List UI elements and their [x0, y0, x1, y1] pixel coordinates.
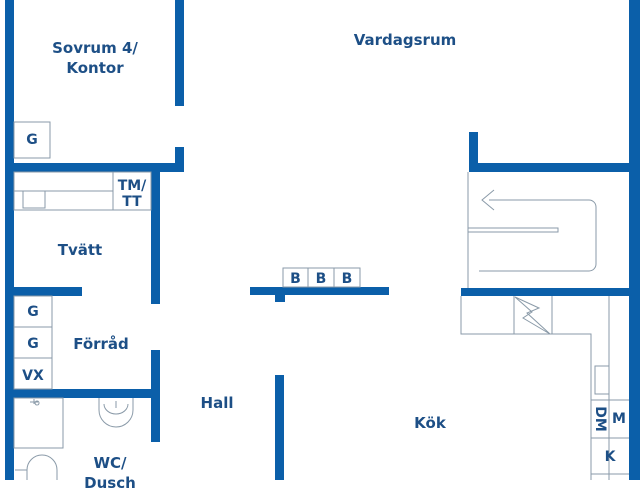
wall-tvatt-bottom	[5, 287, 82, 296]
fixture-label-dishwasher: DM	[592, 406, 608, 432]
wall-stair-top	[469, 163, 640, 172]
washbasin-icon	[98, 398, 134, 428]
fixture-label-microwave: M	[612, 411, 626, 427]
staircase	[467, 172, 597, 288]
floor-plan	[5, 0, 640, 480]
fixture-label-forrad-g1: G	[27, 304, 39, 320]
room-label-hall: Hall	[200, 394, 234, 412]
room-label-tvatt: Tvätt	[57, 241, 103, 259]
wall-central	[250, 287, 389, 295]
wall-vardagsrum-stub	[469, 132, 478, 170]
kitchen-counters	[460, 296, 629, 480]
shower-area	[13, 397, 64, 449]
stove-lightning-icon	[514, 296, 551, 335]
fixture-label-tm-tt: TM/ TT	[113, 178, 151, 210]
fixture-label-fridge: K	[604, 449, 616, 465]
fixture-label-wardrobe-b3: B	[341, 271, 353, 287]
fixture-label-tm: TM/	[117, 178, 147, 194]
laundry-sink	[22, 190, 46, 209]
fixture-label-sovrum-wardrobe: G	[26, 132, 38, 148]
wardrobe-sovrum	[13, 121, 51, 159]
wall-sovrum-bottom	[5, 163, 184, 172]
room-label-kok: Kök	[414, 414, 446, 432]
fixture-label-forrad-g2: G	[27, 336, 39, 352]
wall-tvatt-right	[151, 172, 160, 304]
room-label-wc-line1: WC/	[93, 454, 127, 472]
room-label-sovrum-line1: Sovrum 4/	[52, 39, 138, 57]
wall-hall-right	[275, 375, 284, 480]
forrad-cabinets	[13, 295, 53, 390]
wall-sovrum-right-stub	[175, 147, 184, 171]
fixture-label-tt: TT	[122, 194, 142, 210]
wall-right-outer	[629, 0, 640, 480]
wall-kitchen-top	[461, 288, 640, 296]
room-label-sovrum: Sovrum 4/ Kontor	[40, 38, 150, 78]
room-label-vardagsrum: Vardagsrum	[353, 31, 457, 49]
wall-central-stub	[275, 287, 285, 302]
wall-left-outer	[5, 0, 14, 480]
room-label-forrad: Förråd	[73, 335, 129, 353]
fixture-label-wardrobe-b2: B	[315, 271, 327, 287]
room-label-wc: WC/ Dusch	[75, 453, 145, 493]
hall-wardrobes	[282, 267, 361, 288]
shower-head-icon	[30, 399, 40, 406]
room-label-wc-line2: Dusch	[84, 474, 136, 492]
fixture-label-wardrobe-b1: B	[290, 271, 301, 287]
room-label-sovrum-line2: Kontor	[66, 59, 124, 77]
toilet-icon	[15, 454, 58, 480]
wall-sovrum-right-upper	[175, 0, 184, 106]
fixture-label-forrad-vx: VX	[22, 368, 44, 384]
wall-forrad-bottom	[5, 389, 160, 398]
